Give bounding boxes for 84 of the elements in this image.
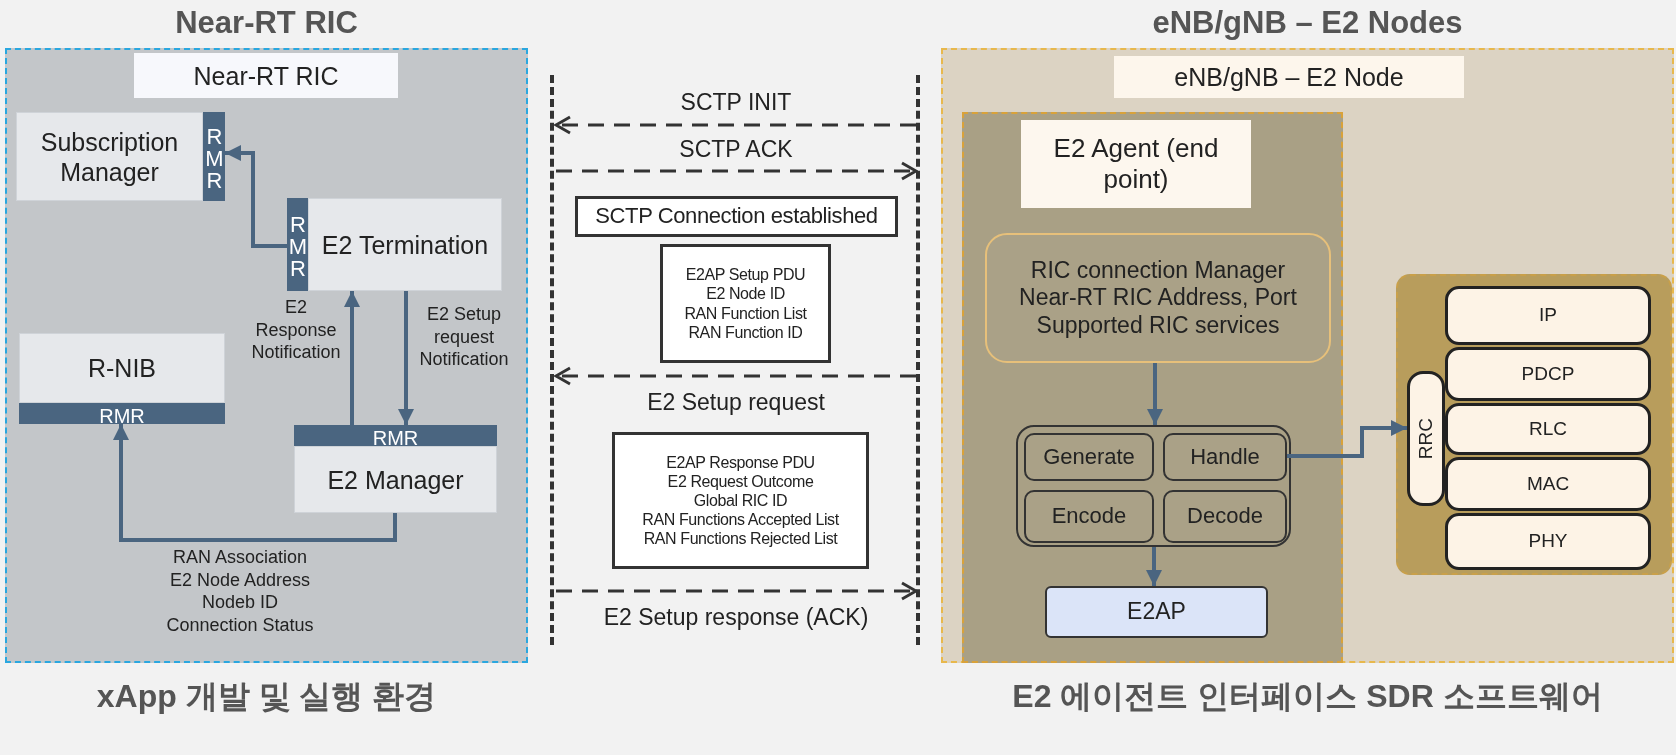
label-text: RIC connection Manager <box>1030 256 1286 285</box>
label-text: E2 Node ID <box>706 284 785 304</box>
layer-box <box>1445 286 1651 345</box>
interface-label: RRC <box>1414 417 1437 460</box>
label-text: Encode <box>1051 503 1127 530</box>
arrow <box>225 145 287 248</box>
protocol-stack-panel <box>1396 274 1672 575</box>
label-text: R-NIB <box>87 353 157 383</box>
arrow <box>344 291 360 425</box>
label-text: E2AP Response PDU <box>666 452 815 472</box>
title-box <box>134 53 398 98</box>
label-text: Decode <box>1187 503 1263 530</box>
layer-box <box>1445 457 1651 511</box>
panel-caption: xApp 개발 및 실행 환경 <box>95 677 438 716</box>
label-text: IP <box>1539 304 1557 327</box>
edge-label: E2 Response Notification <box>250 296 342 364</box>
label-text: PDCP <box>1521 362 1575 386</box>
label-text: E2AP <box>1127 598 1186 626</box>
label-text: SCTP Connection established <box>595 203 878 230</box>
message-box <box>612 432 869 569</box>
label-text: E2AP Setup PDU <box>685 265 806 285</box>
label-text: RLC <box>1529 417 1567 441</box>
label-text: RAN Functions Accepted List <box>642 510 839 530</box>
message-arrow <box>556 581 918 601</box>
title-box <box>1021 120 1251 208</box>
function-box <box>1024 433 1154 481</box>
message-box <box>660 244 831 363</box>
panel-caption: E2 에이전트 인터페이스 SDR 소프트웨어 <box>1011 677 1604 716</box>
interface-label: RMR <box>286 211 309 278</box>
layer-box <box>1445 403 1651 455</box>
layer-box <box>1445 347 1651 401</box>
interface-bar <box>19 403 225 424</box>
interface-bar <box>287 198 308 291</box>
arrow <box>1287 420 1407 458</box>
interface-bar <box>294 425 497 446</box>
function-box <box>1163 433 1287 481</box>
message-arrow <box>554 115 916 135</box>
label-text: eNB/gNB – E2 Node <box>1174 62 1404 92</box>
label-text: RAN Function List <box>684 303 807 323</box>
component-box <box>19 333 225 403</box>
label-text: Near-RT RIC <box>193 60 339 91</box>
label-text: E2 Agent (end point) <box>1052 132 1220 196</box>
label-text: Handle <box>1190 443 1260 471</box>
panel-heading: eNB/gNB – E2 Nodes <box>1151 4 1464 42</box>
edge-label: RAN Association E2 Node Address Nodeb ID Connection Status <box>165 546 315 636</box>
label-text: E2 Termination <box>321 229 489 260</box>
arrow <box>1147 363 1163 425</box>
edge-label: E2 Setup request Notification <box>418 303 510 371</box>
label-text: MAC <box>1526 472 1570 496</box>
interface-label: RMR <box>203 123 225 190</box>
label-text: E2 Manager <box>327 464 464 495</box>
label-text: Supported RIC services <box>1036 311 1280 340</box>
label-text: RAN Functions Rejected List <box>643 529 838 549</box>
interface-label: RMR <box>372 427 419 448</box>
arrow <box>113 424 397 542</box>
label-text: E2 Request Outcome <box>667 471 814 491</box>
lifeline <box>550 75 556 645</box>
arrow <box>398 291 414 425</box>
interface-bar <box>203 112 225 201</box>
arrow <box>1146 547 1162 586</box>
component-box <box>294 446 497 513</box>
label-text: Global RIC ID <box>693 490 788 511</box>
label-text: PHY <box>1528 530 1568 553</box>
note-box <box>575 196 898 237</box>
panel-heading: Near-RT RIC <box>174 4 359 42</box>
protocol-box <box>1045 586 1268 638</box>
message-arrow <box>554 366 916 386</box>
label-text: Generate <box>1043 443 1135 471</box>
function-group <box>1016 425 1291 547</box>
label-text: RAN Function ID <box>688 322 803 342</box>
label-text: Near-RT RIC Address, Port <box>1019 284 1297 312</box>
message-arrow <box>556 161 918 181</box>
interface-label: RMR <box>99 405 145 426</box>
layer-box <box>1407 371 1445 506</box>
component-box <box>308 198 502 291</box>
manager-box <box>985 233 1331 363</box>
component-box <box>16 112 203 201</box>
agent-panel <box>962 112 1343 663</box>
function-box <box>1024 490 1154 543</box>
function-box <box>1163 490 1287 543</box>
lifeline <box>916 75 922 645</box>
title-box <box>1114 56 1464 98</box>
layer-box <box>1445 513 1651 570</box>
label-text: Subscription Manager <box>39 126 180 187</box>
